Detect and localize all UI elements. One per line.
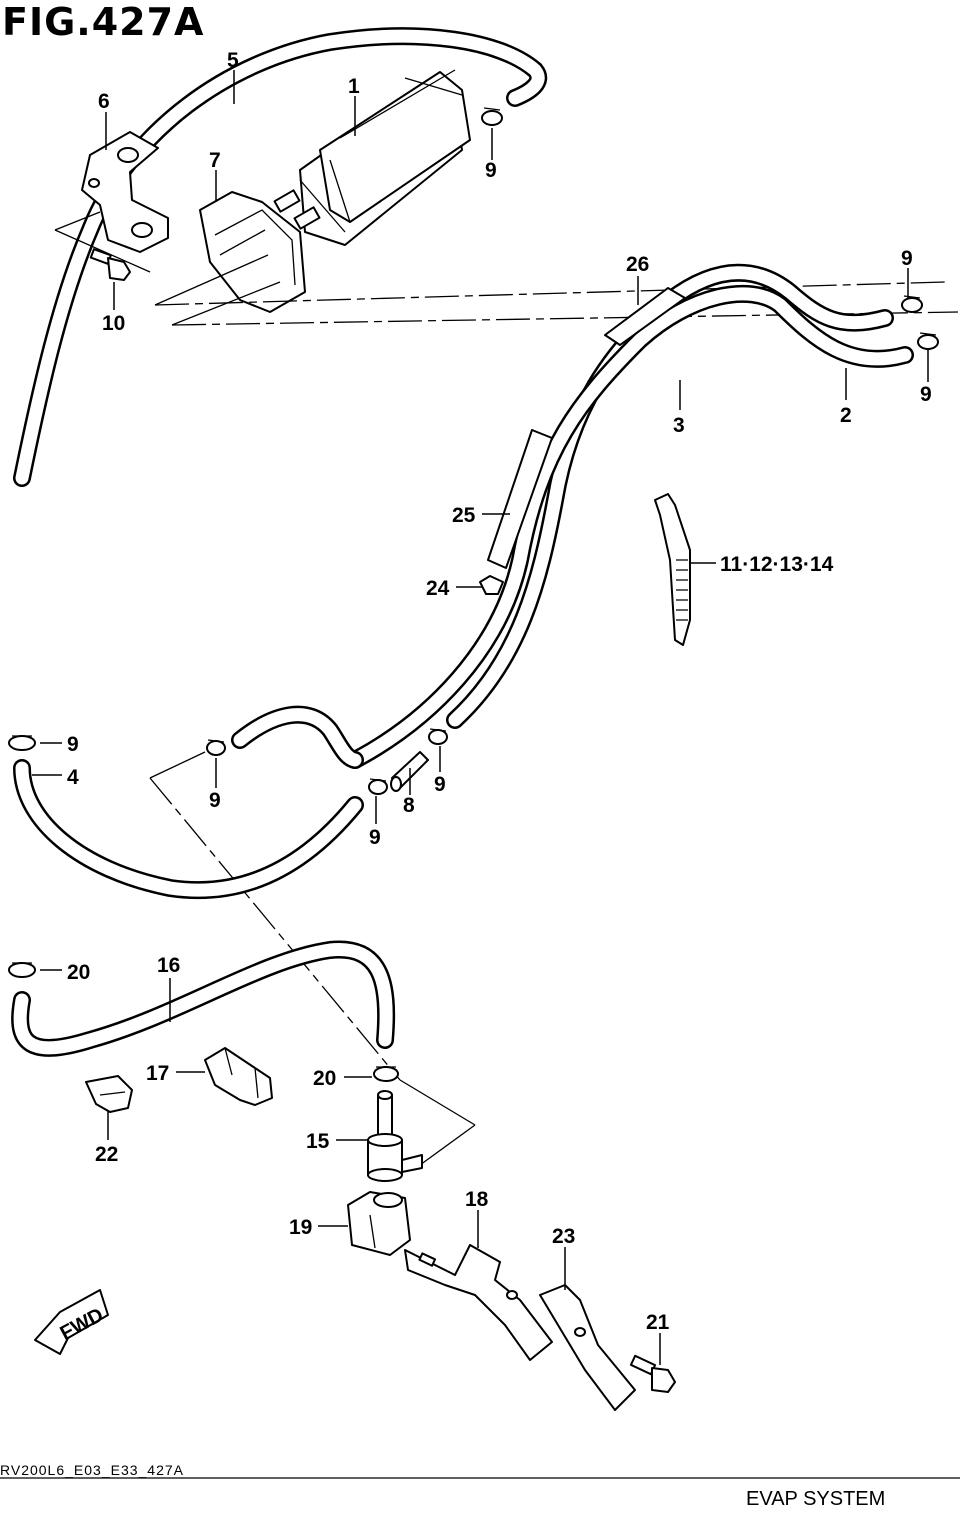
callout-20-right: 20 [313,1067,336,1090]
clamp-9-center [368,778,388,795]
bolt-21 [629,1354,676,1393]
callout-11-14: 11·12·13·14 [720,553,834,576]
section-title: EVAP SYSTEM [746,1488,886,1510]
foam-25 [487,429,553,569]
callout-9-center: 9 [369,826,381,849]
foam-24 [479,575,504,595]
hose-2 [231,284,914,769]
callout-20-left: 20 [67,961,90,984]
hose-4 [13,759,364,900]
reference-lines [54,211,959,1166]
bracket-23 [506,1284,636,1411]
clamp-9-right-lower [917,332,939,350]
leader-lines [32,70,929,1365]
canister-holder [199,191,306,313]
tape-26 [604,287,686,346]
callout-15: 15 [306,1130,330,1153]
clamp-9-joint [428,728,448,745]
callout-18: 18 [465,1188,489,1211]
figure-title: FIG.427A [2,0,205,44]
cushion-19 [347,1191,411,1256]
callout-7: 7 [209,149,221,172]
callout-9-mid: 9 [209,789,221,812]
cable-tie [654,493,691,646]
callout-10: 10 [102,312,125,335]
hose-5 [13,27,548,487]
clamp-9-top [481,107,503,126]
clamp-20-left [8,962,36,978]
callout-21: 21 [646,1311,670,1334]
callout-2: 2 [840,404,852,427]
callout-9-right-lower: 9 [920,383,932,406]
callout-8: 8 [403,794,415,817]
callout-24: 24 [426,577,450,600]
bracket-6 [81,131,169,253]
valve-15 [367,1090,423,1182]
callouts: 1 2 3 4 5 6 7 8 9 9 9 9 9 9 9 9 10 11·12… [67,49,932,1334]
callout-9-right-upper: 9 [901,247,913,270]
callout-22: 22 [95,1143,118,1166]
clamp-9-left [8,735,36,751]
clip-17 [204,1047,273,1106]
callout-5: 5 [227,49,239,72]
callout-1: 1 [348,75,360,98]
canister [273,69,471,246]
callout-4: 4 [67,766,79,789]
clamp-9-right-upper [901,295,923,313]
callout-9-top: 9 [485,159,497,182]
callout-26: 26 [626,253,649,276]
hose-16 [11,940,396,1057]
callout-3: 3 [673,414,685,437]
clamp-9-mid [206,739,226,756]
figure-code: RV200L6_E03_E33_427A [0,1462,185,1478]
callout-25: 25 [452,504,476,527]
clamp-20-right [373,1066,399,1082]
callout-9-joint: 9 [434,773,446,796]
bolt-10 [89,248,131,281]
callout-16: 16 [157,954,180,977]
callout-17: 17 [146,1062,169,1085]
callout-19: 19 [289,1216,312,1239]
callout-23: 23 [552,1225,575,1248]
bracket-18 [404,1244,553,1361]
clip-22 [85,1075,133,1113]
callout-6: 6 [98,90,110,113]
callout-9-left: 9 [67,733,79,756]
fwd-arrow: FWD [34,1289,109,1355]
